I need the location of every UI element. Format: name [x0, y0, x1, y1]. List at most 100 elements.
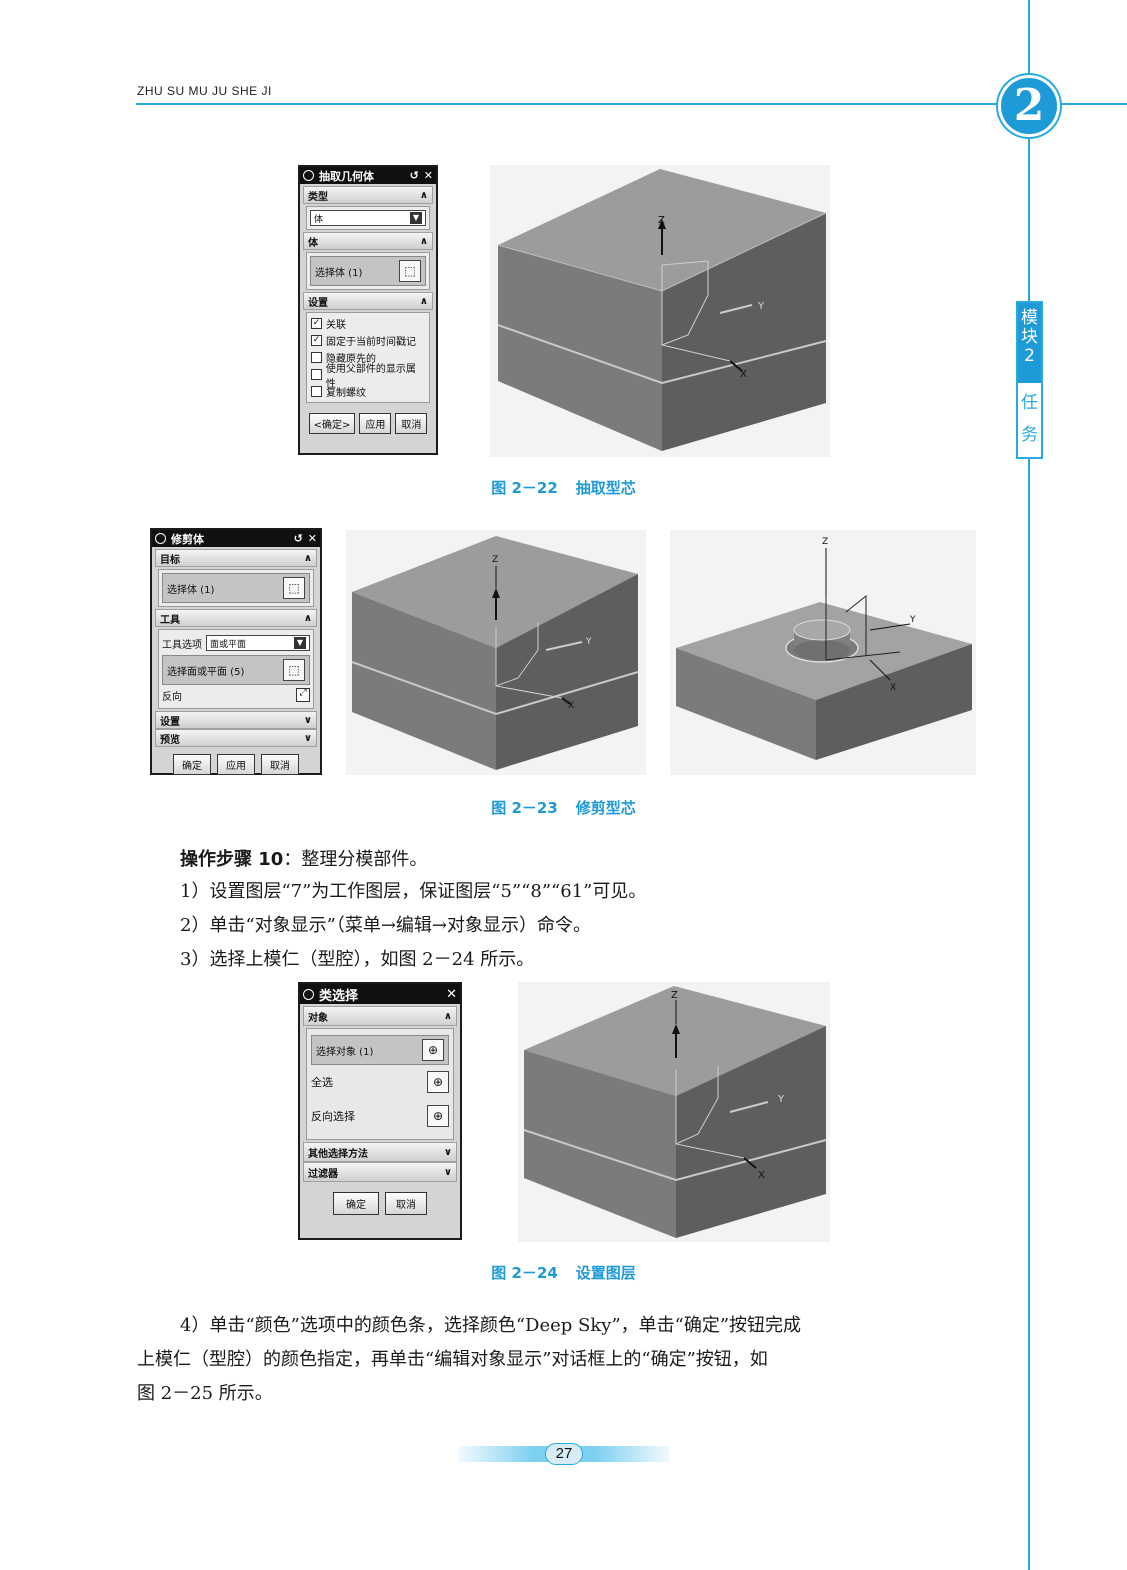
select-body-row[interactable]: 选择体 (1)⬚: [162, 573, 310, 603]
section-settings[interactable]: 设置 ∨: [155, 711, 317, 729]
section-object[interactable]: 对象∧: [303, 1006, 457, 1026]
reverse-select-label: 反向选择: [311, 1110, 355, 1123]
side-tab-char: 2: [1024, 346, 1035, 366]
tool-option-row: 工具选项面或平面▼: [162, 633, 310, 653]
select-body-row[interactable]: 选择体 (1)⬚: [310, 256, 426, 286]
section-label: 对象: [308, 1012, 328, 1024]
checkbox[interactable]: ✓: [311, 335, 322, 346]
select-object-row[interactable]: 选择对象 (1) ⊕: [311, 1035, 449, 1065]
side-tab-char: 块: [1021, 327, 1038, 347]
side-tab-task: 任 务: [1018, 387, 1041, 451]
reverse-row: 反向⤢: [162, 685, 310, 705]
apply-button[interactable]: 应用: [217, 754, 255, 775]
option-label: 复制螺纹: [326, 388, 366, 399]
select-object-label: 选择对象 (1): [316, 1046, 374, 1058]
option-hide-original[interactable]: 隐藏原先的: [311, 349, 425, 366]
section-tool[interactable]: 工具∧: [155, 609, 317, 627]
side-tab-char: 模: [1021, 308, 1038, 328]
chevron-up-icon: ∧: [303, 552, 312, 564]
close-icon[interactable]: ✕: [307, 532, 317, 545]
select-all-label: 全选: [311, 1076, 333, 1089]
trimmed-core-figure-23b: Z Y X: [670, 530, 976, 775]
type-dropdown[interactable]: 体▼: [310, 210, 426, 226]
dialog-buttons: 确定 取消: [300, 1182, 460, 1225]
section-label: 目标: [160, 554, 180, 566]
dialog-titlebar: 修剪体 ↺ ✕: [152, 530, 320, 547]
section-settings[interactable]: 设置∧: [303, 292, 433, 310]
step-heading: 操作步骤 10：整理分模部件。: [180, 846, 427, 874]
section-label: 预览: [160, 734, 180, 746]
cube-icon[interactable]: ⬚: [399, 260, 421, 282]
section-filter[interactable]: 过滤器 ∨: [303, 1162, 457, 1182]
checkbox[interactable]: [311, 352, 322, 363]
select-all-icon[interactable]: ⊕: [427, 1071, 449, 1093]
option-parent-display[interactable]: 使用父部件的显示属性: [311, 364, 425, 390]
step-item: 2）单击“对象显示”（菜单→编辑→对象显示）命令。: [180, 915, 592, 936]
chevron-up-icon: ∧: [419, 189, 428, 201]
reverse-select-row: 反向选择 ⊕: [311, 1099, 449, 1133]
cube-icon[interactable]: ⬚: [283, 577, 305, 599]
trim-body-dialog: 修剪体 ↺ ✕ 目标 ∧ 选择体 (1)⬚ 工具∧ 工具选项面或平面▼ 选择面或平…: [150, 528, 322, 775]
section-body[interactable]: 体∧: [303, 232, 433, 250]
axis-y-label: Y: [757, 301, 765, 312]
checkbox[interactable]: ✓: [311, 318, 322, 329]
option-copy-threads[interactable]: 复制螺纹: [311, 383, 425, 400]
chevron-down-icon: ∨: [303, 714, 312, 726]
option-label: 固定于当前时间戳记: [326, 337, 416, 348]
checkbox[interactable]: [311, 369, 322, 380]
object-body: 选择对象 (1) ⊕ 全选 ⊕ 反向选择 ⊕: [306, 1028, 454, 1140]
section-target[interactable]: 目标 ∧: [155, 549, 317, 567]
close-icon[interactable]: ✕: [446, 986, 457, 1002]
settings-icon[interactable]: [155, 533, 166, 544]
section-label: 过滤器: [308, 1168, 338, 1180]
section-label: 设置: [160, 716, 180, 728]
chevron-down-icon: ∨: [443, 1146, 452, 1158]
caption-text: 抽取型芯: [575, 479, 636, 497]
crosshair-icon[interactable]: ⊕: [422, 1039, 444, 1061]
axis-x-label: X: [568, 701, 574, 711]
ok-button[interactable]: 确定: [333, 1192, 379, 1215]
checkbox[interactable]: [311, 386, 322, 397]
step-item: 1）设置图层“7”为工作图层，保证图层“5”“8”“61”可见。: [180, 881, 647, 902]
paragraph-4-line: 图 2－25 所示。: [137, 1383, 273, 1404]
ok-button[interactable]: <确定>: [308, 413, 356, 434]
paragraph-4-line: 上模仁（型腔）的颜色指定，再单击“编辑对象显示”对话框上的“确定”按钮，如: [137, 1349, 768, 1370]
side-tab-char: 务: [1021, 425, 1038, 445]
cube-icon[interactable]: ⬚: [283, 659, 305, 681]
axis-z-label: Z: [822, 537, 828, 547]
margin-rule: [1028, 0, 1030, 1570]
tool-option-dropdown[interactable]: 面或平面▼: [206, 635, 310, 651]
tool-option-label: 工具选项: [162, 639, 202, 651]
section-type[interactable]: 类型∧: [303, 186, 433, 204]
cancel-button[interactable]: 取消: [395, 413, 428, 434]
reverse-select-icon[interactable]: ⊕: [427, 1105, 449, 1127]
section-preview[interactable]: 预览∨: [155, 729, 317, 747]
cancel-button[interactable]: 取消: [261, 754, 299, 775]
core-block-figure-24: Z Y X: [518, 982, 830, 1242]
caption-text: 设置图层: [575, 1264, 636, 1282]
close-icon[interactable]: ✕: [423, 169, 433, 182]
settings-icon[interactable]: [303, 988, 314, 1000]
ok-button[interactable]: 确定: [173, 754, 211, 775]
select-face-row[interactable]: 选择面或平面 (5)⬚: [162, 655, 310, 685]
section-label: 设置: [308, 297, 328, 309]
reset-icon[interactable]: ↺: [293, 532, 303, 545]
type-body: 体▼: [306, 206, 430, 230]
chevron-up-icon: ∧: [303, 612, 312, 624]
section-other-methods[interactable]: 其他选择方法∨: [303, 1142, 457, 1162]
apply-button[interactable]: 应用: [359, 413, 392, 434]
option-fix-timestamp[interactable]: ✓ 固定于当前时间戳记: [311, 332, 425, 349]
reverse-direction-icon[interactable]: ⤢: [296, 688, 310, 702]
settings-icon[interactable]: [303, 170, 314, 181]
cancel-button[interactable]: 取消: [385, 1192, 427, 1215]
option-associative[interactable]: ✓关联: [311, 315, 425, 332]
chevron-down-icon: ▼: [410, 212, 422, 224]
dropdown-value: 体: [314, 214, 324, 225]
reset-icon[interactable]: ↺: [409, 169, 419, 182]
side-tab-module: 模 块 2: [1018, 303, 1041, 383]
chevron-down-icon: ∨: [443, 1166, 452, 1178]
axis-y-label: Y: [777, 1094, 785, 1105]
